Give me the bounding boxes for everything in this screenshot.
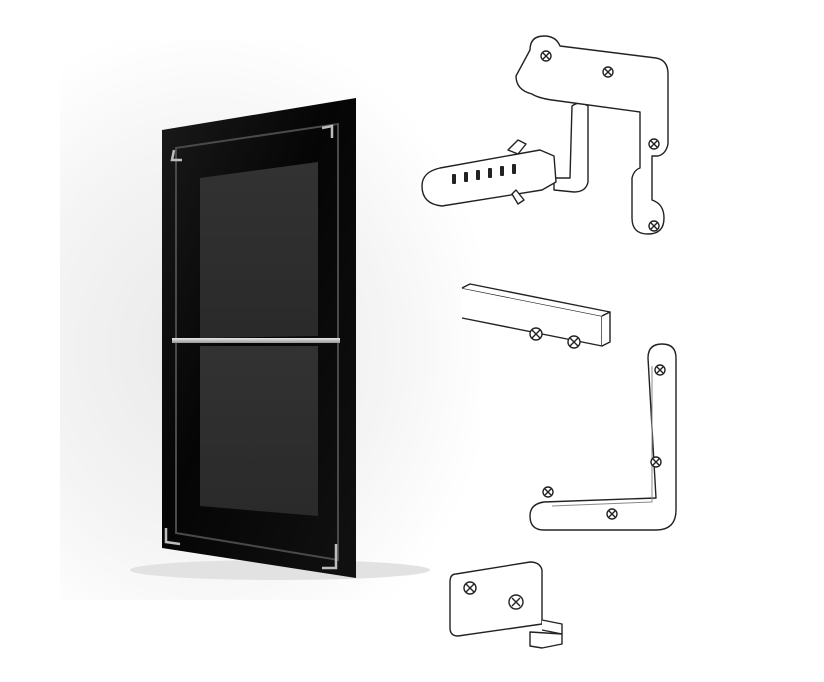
- mirror-panel: [162, 98, 356, 578]
- corner-clip-top-left: [170, 149, 182, 162]
- z-bracket-screws: [540, 50, 660, 232]
- inner-frame: [175, 122, 339, 562]
- strip-bracket-icon: [461, 283, 611, 349]
- corner-clip-bottom-left: [164, 528, 181, 546]
- corner-clip-top-right: [321, 124, 334, 138]
- upper-inner-pane: [200, 162, 318, 338]
- angle-bracket-icon: [449, 561, 563, 649]
- wall-plug-icon: [421, 102, 589, 207]
- z-bracket-icon: [515, 35, 669, 235]
- horizontal-bar: [172, 338, 340, 343]
- lower-inner-pane: [200, 346, 318, 516]
- corner-clip-bottom-right: [322, 544, 338, 570]
- l-bracket-icon: [529, 343, 677, 531]
